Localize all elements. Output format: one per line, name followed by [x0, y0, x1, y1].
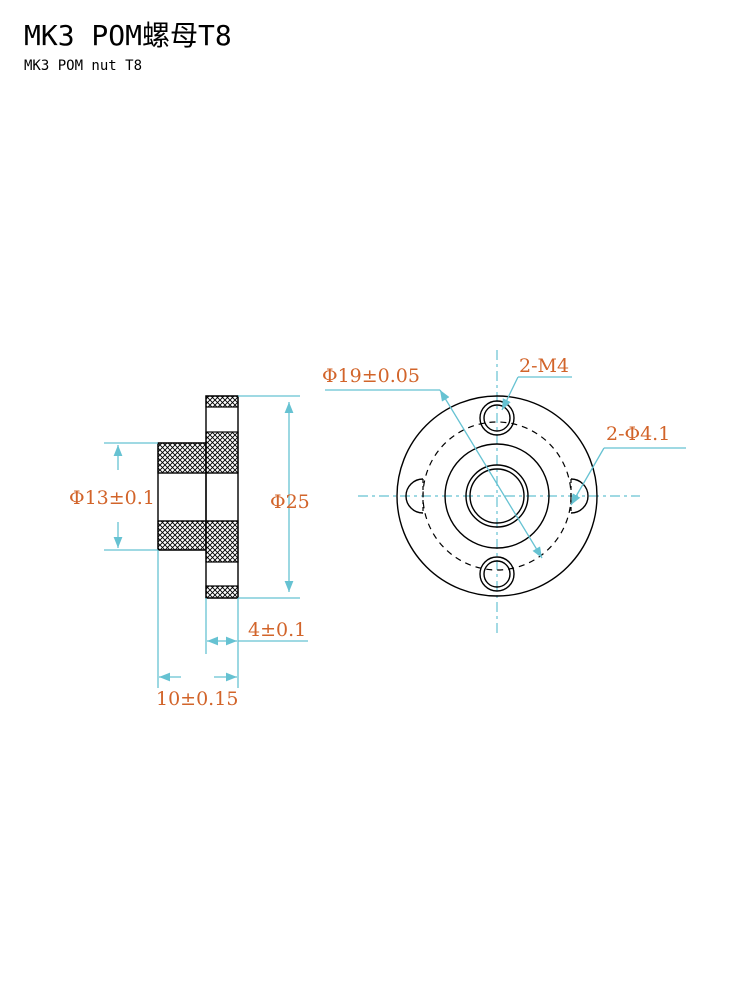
page-subtitle: MK3 POM nut T8: [24, 58, 143, 74]
flange-thickness-label: 4±0.1: [248, 619, 306, 641]
through-hole-right: [570, 478, 589, 514]
through-hole-left: [405, 478, 424, 514]
bolt-circle-label: Φ19±0.05: [322, 365, 420, 387]
threaded-holes-label: 2-M4: [519, 355, 569, 377]
page-title: MK3 POM螺母T8: [24, 19, 232, 52]
through-holes-label: 2-Φ4.1: [606, 423, 670, 445]
body-top-hatch: [157, 442, 207, 474]
flange-upper-hatch: [205, 431, 239, 474]
side-view: [157, 395, 239, 599]
threaded-hole-bottom-inner: [483, 560, 511, 588]
side-dimensions: [104, 395, 308, 688]
flange-lower-hatch: [205, 520, 239, 563]
body-bottom-hatch: [157, 520, 207, 551]
total-length-label: 10±0.15: [156, 688, 238, 710]
flange-bottom-hatch: [205, 585, 239, 599]
flange-top-hatch: [205, 395, 239, 408]
bore-outer-circle: [465, 464, 529, 528]
flange-outline: [205, 395, 239, 599]
front-dimensions: [325, 376, 686, 559]
front-view: [358, 350, 640, 634]
flange-diameter-label: Φ25: [270, 491, 310, 513]
body-diameter-label: Φ13±0.1: [69, 487, 155, 509]
